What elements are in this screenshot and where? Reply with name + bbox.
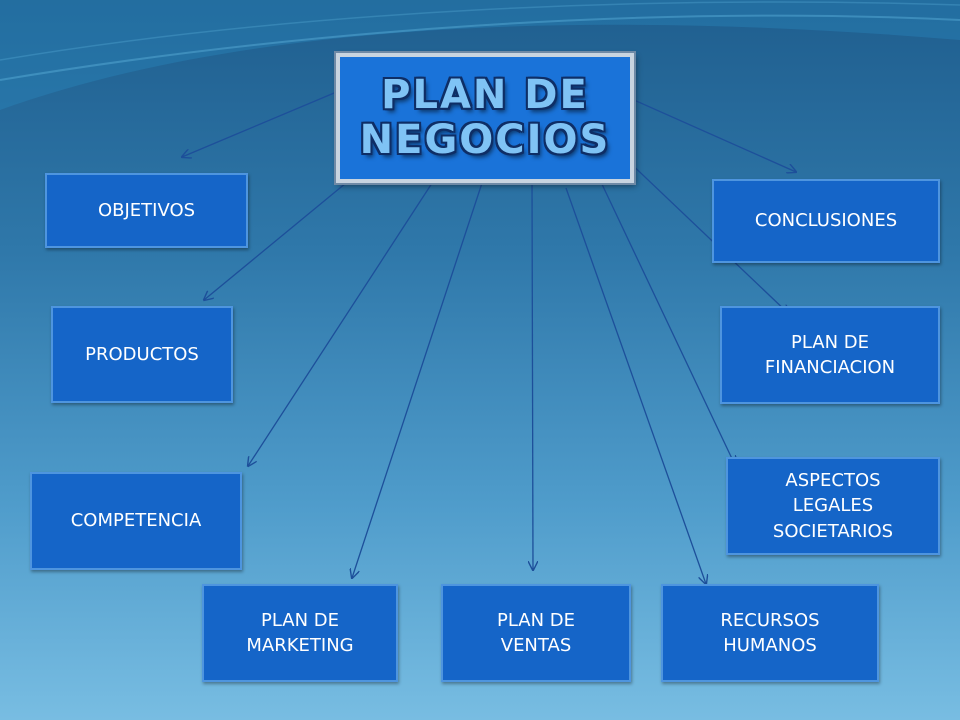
plan-de-negocios-title: PLAN DE NEGOCIOS — [360, 73, 611, 163]
node-plan-marketing: PLAN DE MARKETING — [202, 584, 398, 682]
node-label: RECURSOS — [720, 609, 820, 631]
node-conclusiones: CONCLUSIONES — [712, 179, 940, 263]
node-plan-financiacion: PLAN DE FINANCIACION — [720, 306, 940, 404]
arrow-to-productos — [204, 182, 347, 300]
node-label: CONCLUSIONES — [754, 210, 898, 232]
arrow-to-plan-financiacion — [624, 157, 789, 314]
node-label: LEGALES — [792, 495, 874, 517]
node-objetivos: OBJETIVOS — [45, 173, 248, 248]
plan-de-negocios-title-box: PLAN DE NEGOCIOS — [334, 51, 636, 185]
node-recursos-humanos: RECURSOS HUMANOS — [661, 584, 879, 682]
node-competencia: COMPETENCIA — [30, 472, 242, 570]
node-label: PRODUCTOS — [85, 343, 199, 365]
node-productos: PRODUCTOS — [51, 306, 233, 403]
arrow-to-recursos-humanos — [565, 187, 706, 584]
title-line-2: NEGOCIOS — [359, 117, 611, 163]
node-label: PLAN DE — [496, 609, 576, 631]
arrow-to-plan-marketing — [352, 176, 485, 578]
node-plan-ventas: PLAN DE VENTAS — [441, 584, 631, 682]
arrow-to-conclusiones — [633, 99, 796, 172]
node-label: FINANCIACION — [764, 357, 896, 378]
arrow-to-competencia — [248, 176, 437, 466]
node-label: COMPETENCIA — [70, 510, 202, 532]
title-line-1: PLAN DE — [381, 72, 589, 119]
node-label: OBJETIVOS — [97, 199, 196, 221]
node-aspectos-legales: ASPECTOS LEGALES SOCIETARIOS — [726, 457, 940, 555]
node-label: PLAN DE — [790, 331, 869, 353]
node-label: MARKETING — [246, 635, 354, 656]
arrow-to-plan-ventas — [532, 176, 533, 570]
node-label: SOCIETARIOS — [772, 520, 894, 542]
node-label: ASPECTOS — [785, 470, 881, 492]
arrow-to-objetivos — [182, 87, 347, 157]
node-label: HUMANOS — [723, 635, 817, 656]
arrow-to-aspectos-legales — [599, 179, 735, 465]
node-label: PLAN DE — [260, 609, 340, 631]
node-label: VENTAS — [500, 635, 572, 656]
